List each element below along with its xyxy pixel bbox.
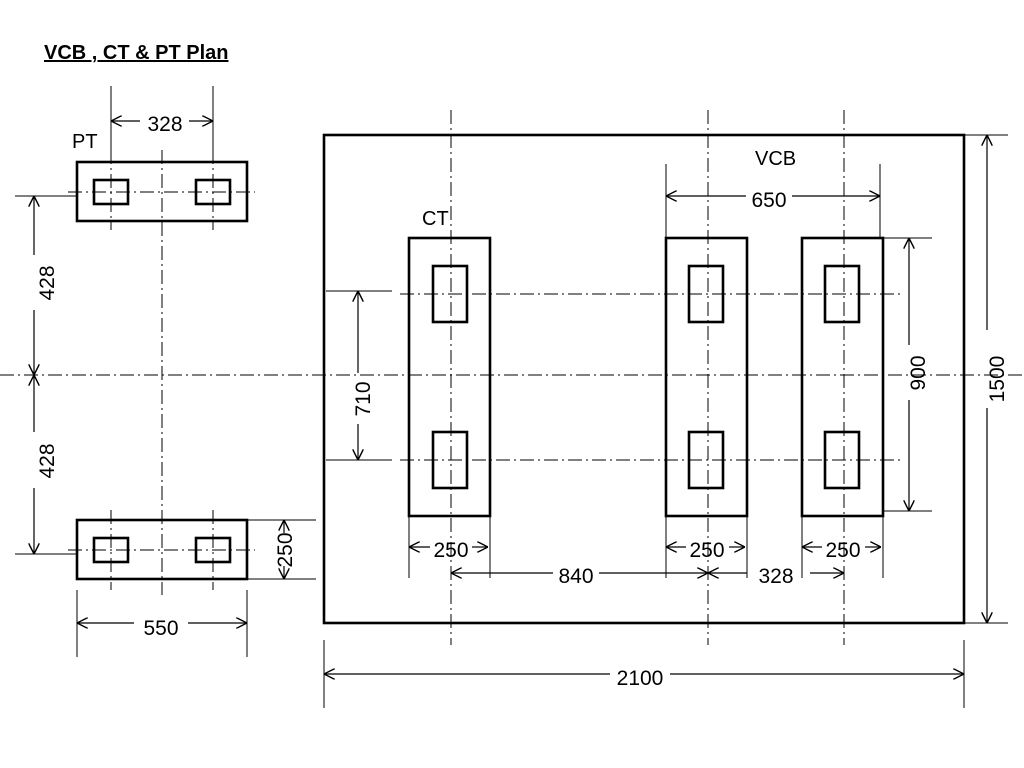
dim-pt-lower-offset: 428: [36, 443, 59, 478]
vcb-block-2: [800, 236, 885, 518]
dim-plan-width: 2100: [617, 667, 664, 690]
pt-label: PT: [72, 131, 98, 153]
page-title: VCB , CT & PT Plan: [44, 42, 229, 64]
dim-vcb-pitch: 328: [758, 565, 793, 588]
dim-pt-width: 550: [143, 617, 178, 640]
dim-plan-height: 1500: [986, 356, 1009, 403]
center-lines: [0, 110, 1024, 645]
pt-upper-block: [75, 160, 249, 223]
vcb-label: VCB: [755, 148, 796, 170]
dimension-lines: [34, 121, 987, 674]
dim-ct-width: 250: [433, 539, 468, 562]
dim-pt-spacing: 328: [147, 113, 182, 136]
vcb-block-1: [664, 236, 749, 518]
pt-lower-block: [75, 518, 249, 581]
dim-vcb-overall: 650: [751, 189, 786, 212]
dim-ct-to-vcb: 840: [558, 565, 593, 588]
ct-label: CT: [422, 208, 449, 230]
dim-pt-depth: 250: [274, 532, 297, 567]
dim-pt-upper-offset: 428: [36, 265, 59, 300]
dim-vcb-height: 900: [907, 355, 930, 390]
ct-block: [407, 236, 492, 518]
dim-vcb1-width: 250: [689, 539, 724, 562]
dim-ct-height: 710: [352, 381, 375, 416]
main-plan-frame: [322, 133, 966, 625]
extension-lines: [15, 86, 1008, 708]
dim-vcb2-width: 250: [825, 539, 860, 562]
